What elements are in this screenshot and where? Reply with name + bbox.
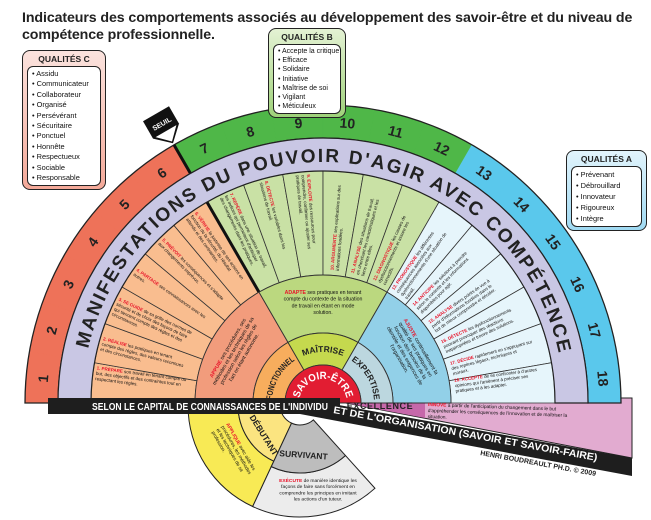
behavior-text-line: 9. EXPLOITE des ressources pour: [306, 174, 317, 244]
knowledge-band-right: [300, 398, 632, 476]
survivant-text-line: façons de faire sans forcément en: [281, 484, 355, 490]
middle-text-line: solution.: [313, 310, 332, 316]
quality-item: Méticuleux: [278, 102, 336, 111]
qualites-a-title: QUALITÉS A: [580, 154, 633, 164]
band-left-text: SELON LE CAPITAL DE CONNAISSANCES DE L'I…: [92, 402, 328, 413]
behavior-text-line: respectant les règles.: [95, 376, 138, 387]
behavior-text-2: 2. RÉALISE les pratiques en tenantcompte…: [100, 334, 185, 368]
qualites-b-list: Accepte la critiqueEfficaceSolidaireInit…: [273, 44, 341, 115]
behavior-text-line: pratiques et à les adapter.: [455, 382, 507, 394]
middle-text-line: de travail en étant en mode: [292, 303, 355, 309]
level-number: 11: [387, 122, 406, 141]
quality-item: Organisé: [32, 100, 96, 110]
innove-text-verb: INNOVE: [428, 402, 447, 409]
behavior-verb: 9. EXPLOITE: [306, 174, 313, 202]
survivant-text-line: comprendre les principes en imitant: [279, 490, 357, 496]
quality-item: Prévenant: [576, 169, 637, 180]
behavior-verb: 1. PRÉPARE: [96, 363, 123, 373]
quality-item: Débrouillard: [576, 180, 637, 191]
level-number: 17: [585, 321, 605, 340]
middle-text-line: compte du contexte de la situation: [284, 297, 363, 303]
quality-item: Sociable: [32, 163, 96, 173]
qualites-c-box: QUALITÉS C AssiduCommunicateurCollaborat…: [22, 50, 106, 191]
knowledge-band-left: [48, 398, 340, 414]
survivant-label: SURVIVANT: [279, 448, 329, 461]
level-number: 16: [567, 274, 588, 295]
quality-item: Collaborateur: [32, 90, 96, 100]
excellence-label: EXCELLENCE: [347, 401, 414, 411]
behavior-text-line: autres.: [132, 272, 146, 284]
level-number: 18: [594, 370, 611, 387]
level-number: 9: [294, 115, 303, 132]
quality-item: Efficace: [278, 56, 336, 65]
savoir-etre-center: [284, 364, 362, 404]
survivant-text-verb: EXÉCUTE: [279, 476, 303, 484]
quality-item: Assidu: [32, 69, 96, 79]
behavior-text-18: 18. ACCEPTE de se confronter à d'autreso…: [454, 367, 538, 394]
survivant-text-line: EXÉCUTE de manière identique les: [279, 476, 357, 484]
behavior-verb: 18. ACCEPTE: [454, 374, 483, 383]
manifestations-band: [57, 137, 589, 404]
seuil-marker: SEUIL: [143, 106, 179, 144]
qualites-c-title: QUALITÉS C: [38, 54, 90, 64]
qualites-a-box: QUALITÉS A PrévenantDébrouillardInnovate…: [566, 150, 647, 231]
quality-item: Persévérant: [32, 111, 96, 121]
quality-item: Ponctuel: [32, 131, 96, 141]
quality-item: Communicateur: [32, 79, 96, 89]
behavior-text-line: informations fondées.: [335, 228, 344, 271]
level-number: 12: [431, 138, 452, 159]
seuil-line-outer: [172, 144, 192, 175]
behavior-text-line: 10. ARGUMENTE ses explications sur des: [330, 184, 342, 270]
qualites-a-list: PrévenantDébrouillardInnovateurRigoureux…: [571, 166, 642, 227]
level-number: 1: [35, 374, 52, 383]
innove-text: INNOVE à partir de l'anticipation du cha…: [428, 402, 568, 421]
seuil-line: [205, 201, 261, 293]
page-title: Indicateurs des comportements associés a…: [22, 10, 633, 43]
level-number: 10: [339, 114, 356, 131]
quality-item: Solidaire: [278, 65, 336, 74]
quality-item: Maîtrise de soi: [278, 84, 336, 93]
level-number: 8: [244, 123, 256, 141]
level-number: 2: [43, 324, 61, 336]
qualites-b-title: QUALITÉS B: [281, 32, 333, 42]
behavior-verb: 10. ARGUMENTE: [330, 234, 338, 271]
survivant-text-line: les actions d'un tuteur.: [294, 497, 343, 503]
qualites-b-box: QUALITÉS B Accepte la critiqueEfficaceSo…: [268, 28, 346, 119]
middle-text-line: ADAPTE ses pratiques en tenant: [285, 290, 362, 296]
quality-item: Vigilant: [278, 93, 336, 102]
behavior-text-line: moraux.: [452, 367, 469, 376]
middle-verb: ADAPTE: [285, 290, 307, 296]
quality-item: Innovateur: [576, 191, 637, 202]
level-label: MAÎTRISE: [300, 343, 345, 358]
quality-item: Respectueux: [32, 152, 96, 162]
quality-item: Responsable: [32, 173, 96, 183]
quality-item: Sécuritaire: [32, 121, 96, 131]
survivant-band: [270, 419, 347, 474]
qualites-c-list: AssiduCommunicateurCollaborateurOrganisé…: [27, 66, 101, 187]
behavior-text-10: 10. ARGUMENTE ses explications sur desin…: [330, 184, 344, 271]
behavior-text-line: comprendre, confirmer ou ajuster ses: [300, 175, 312, 250]
behavior-text-line: travail.: [404, 286, 416, 300]
quality-item: Intègre: [576, 213, 637, 224]
innove-text-line: situation.: [428, 414, 447, 421]
innove-text-line: INNOVE à partir de l'anticipation du cha…: [428, 402, 557, 412]
quality-item: Rigoureux: [576, 202, 637, 213]
quality-item: Initiative: [278, 75, 336, 84]
behavior-text-line: pratiques de travail.: [295, 175, 303, 215]
innove-text-line: d'appréhender les conséquences de l'inno…: [428, 408, 568, 419]
quality-item: Accepte la critique: [278, 47, 339, 56]
quality-item: Honnête: [32, 142, 96, 152]
behavior-text-9: 9. EXPLOITE des ressources pourcomprendr…: [295, 174, 317, 250]
